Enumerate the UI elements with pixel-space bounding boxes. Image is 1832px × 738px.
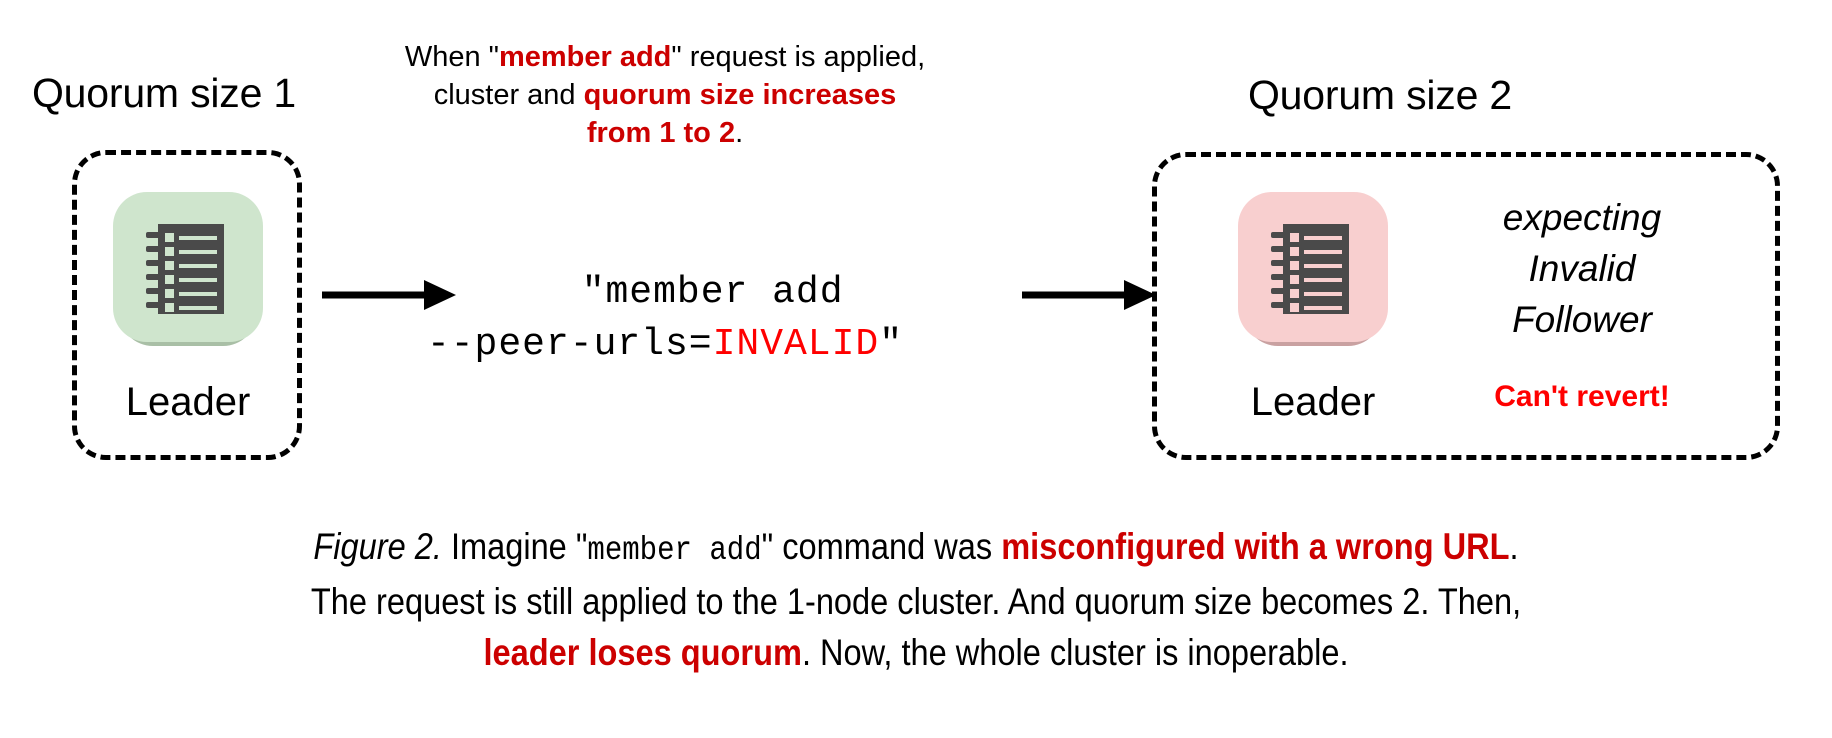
left-node-role-label: Leader [125,380,251,424]
server-ledger-icon [1271,224,1349,314]
top-note-line3-period: . [735,117,744,149]
top-note-line1-suffix: " request is applied, [671,41,926,73]
top-note-quorum-increase: quorum size increases [583,79,897,111]
caption-text-2: " command was [761,526,1002,567]
server-ledger-icon [146,224,224,314]
caption-highlight-misconfigured: misconfigured with a wrong URL [1001,526,1510,567]
caption-text-1: Imagine " [441,526,588,567]
left-quorum-size-label: Quorum size 1 [31,70,296,116]
caption-text-5: . Now, the whole cluster is inoperable. [801,632,1349,673]
right-node-role-label: Leader [1250,380,1376,424]
top-annotation: When "member add" request is applied, cl… [345,38,985,152]
command-invalid-token: INVALID [712,323,880,366]
top-note-line1-prefix: When " [404,41,499,73]
right-quorum-size-label: Quorum size 2 [1247,72,1512,118]
arrow-command-to-right-icon [1022,280,1156,310]
caption-highlight-leader-loses-quorum: leader loses quorum [483,632,802,673]
top-note-member-add: member add [498,41,672,73]
figure-caption: Figure 2. Imagine "member add" command w… [110,521,1722,678]
command-line-1: "member add [581,271,844,314]
left-leader-node-icon [113,192,263,346]
command-text: "member add --peer-urls=INVALID" [345,215,985,423]
left-cluster-boundary [72,150,302,460]
top-note-from-1-to-2: from 1 to 2 [586,117,736,149]
right-cluster-boundary [1152,152,1780,460]
command-line-2-prefix: --peer-urls= [426,323,713,366]
caption-mono-command: member add [587,532,762,569]
status-line-1: expecting [1502,197,1662,238]
right-leader-node-icon [1238,192,1388,346]
command-line-2-suffix: " [879,323,904,366]
cant-revert-warning: Can't revert! [1494,380,1670,413]
expected-follower-status: expecting Invalid Follower [1432,192,1732,345]
status-line-2: Invalid [1528,248,1636,289]
caption-text-3: . [1509,526,1519,567]
caption-text-4: The request is still applied to the 1-no… [310,581,1522,622]
figure-number-label: Figure 2. [313,526,442,567]
status-line-3: Follower [1512,299,1652,340]
top-note-line2-prefix: cluster and [433,79,584,111]
arrow-left-to-command-icon [322,280,456,310]
